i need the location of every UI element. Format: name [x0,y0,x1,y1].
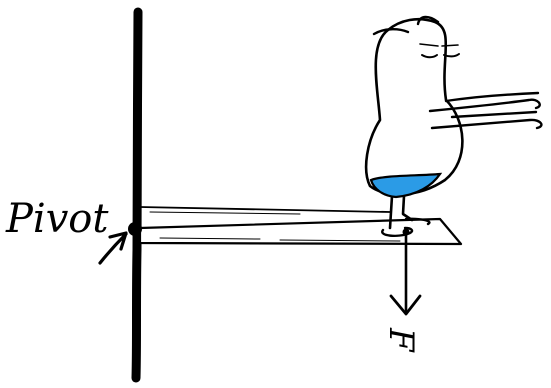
force-origin [402,228,410,236]
force-label: F [381,327,421,353]
pivot-label: Pivot [5,196,109,242]
pivot-pointer-arrow-icon [98,231,128,265]
character-arm-lower [430,110,543,130]
diving-board-top [139,206,391,213]
pivot-point [128,222,142,236]
character-brows [419,43,459,47]
character-hair [372,15,440,36]
character-body [364,17,464,196]
character-shorts [369,172,443,199]
board-sketch-lines [149,211,401,242]
character-eyes [421,53,460,59]
diving-board [138,217,463,246]
force-arrow-icon [389,294,422,316]
wall-post [131,7,143,383]
character-feet [381,217,431,238]
character-arm-upper [428,91,541,113]
